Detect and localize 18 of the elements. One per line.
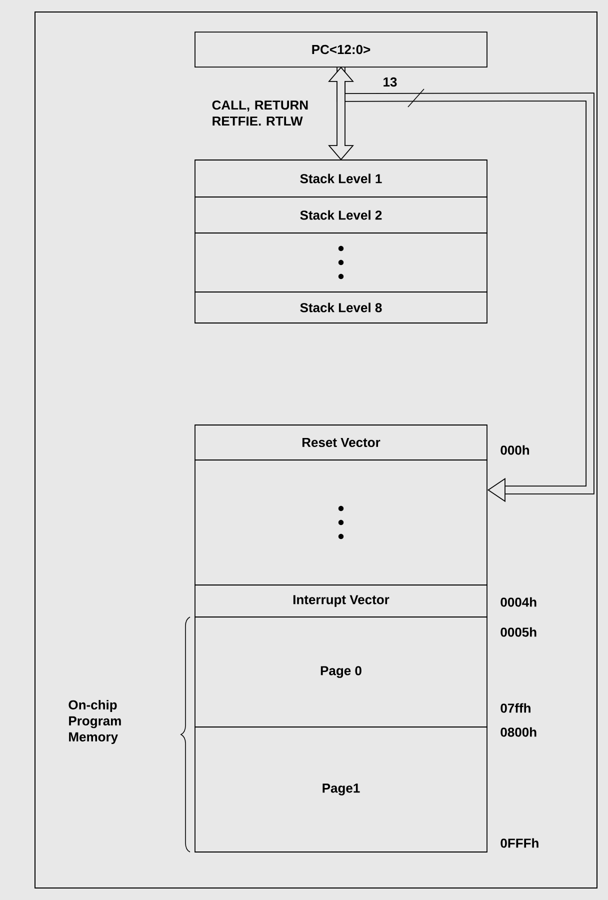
register-box: PC<12:0> <box>194 32 488 68</box>
stack-box: Stack Level 1 <box>194 160 488 198</box>
bus-arrow <box>336 67 594 502</box>
brace-label: On-chip Program Memory <box>68 700 121 744</box>
address-label: 0004h <box>500 597 536 607</box>
memory-box: Interrupt Vector <box>194 584 488 618</box>
address-label: 0FFFh <box>500 838 538 848</box>
address-label: 0005h <box>500 627 536 637</box>
stack-box <box>194 232 488 292</box>
memory-box: Page1 <box>194 726 488 852</box>
edge-label: 13 <box>384 77 397 87</box>
address-label: 000h <box>500 445 529 455</box>
address-label: 0800h <box>500 727 536 737</box>
stack-box: Stack Level 2 <box>194 196 488 234</box>
address-label: 07ffh <box>500 703 530 713</box>
memory-box: Reset Vector <box>194 424 488 460</box>
edge-label: CALL, RETURN RETFIE. RTLW <box>212 100 308 126</box>
stack-box: Stack Level 8 <box>194 292 488 324</box>
